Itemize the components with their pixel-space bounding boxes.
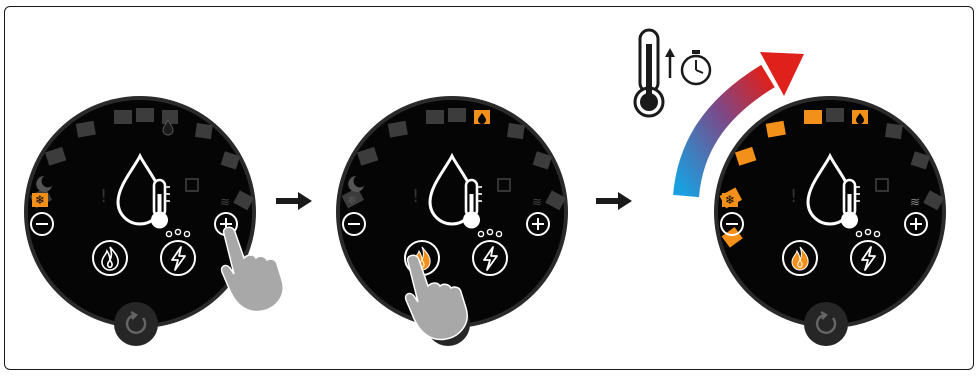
svg-text:❄: ❄ [35, 193, 45, 207]
thermometer-rising-timer-icon [635, 30, 710, 116]
right-arrow-icon [596, 192, 632, 210]
heat-waves-icon: ≋ [220, 195, 230, 209]
warning-exclamation-icon: ! [790, 186, 797, 207]
warning-exclamation-icon: ! [412, 186, 419, 207]
svg-text:❄: ❄ [725, 193, 735, 207]
snowflake-icon: ❄ [347, 193, 357, 207]
control-panel-3: ❄ ! ≋ [716, 98, 944, 346]
power-button[interactable] [114, 302, 158, 346]
heat-waves-icon: ≋ [532, 195, 542, 209]
right-arrow-icon [276, 192, 312, 210]
control-panel-1: ❄ ! ≋ [26, 98, 254, 346]
power-button[interactable] [804, 302, 848, 346]
warning-exclamation-icon: ! [100, 186, 107, 207]
heat-waves-icon: ≋ [910, 195, 920, 209]
